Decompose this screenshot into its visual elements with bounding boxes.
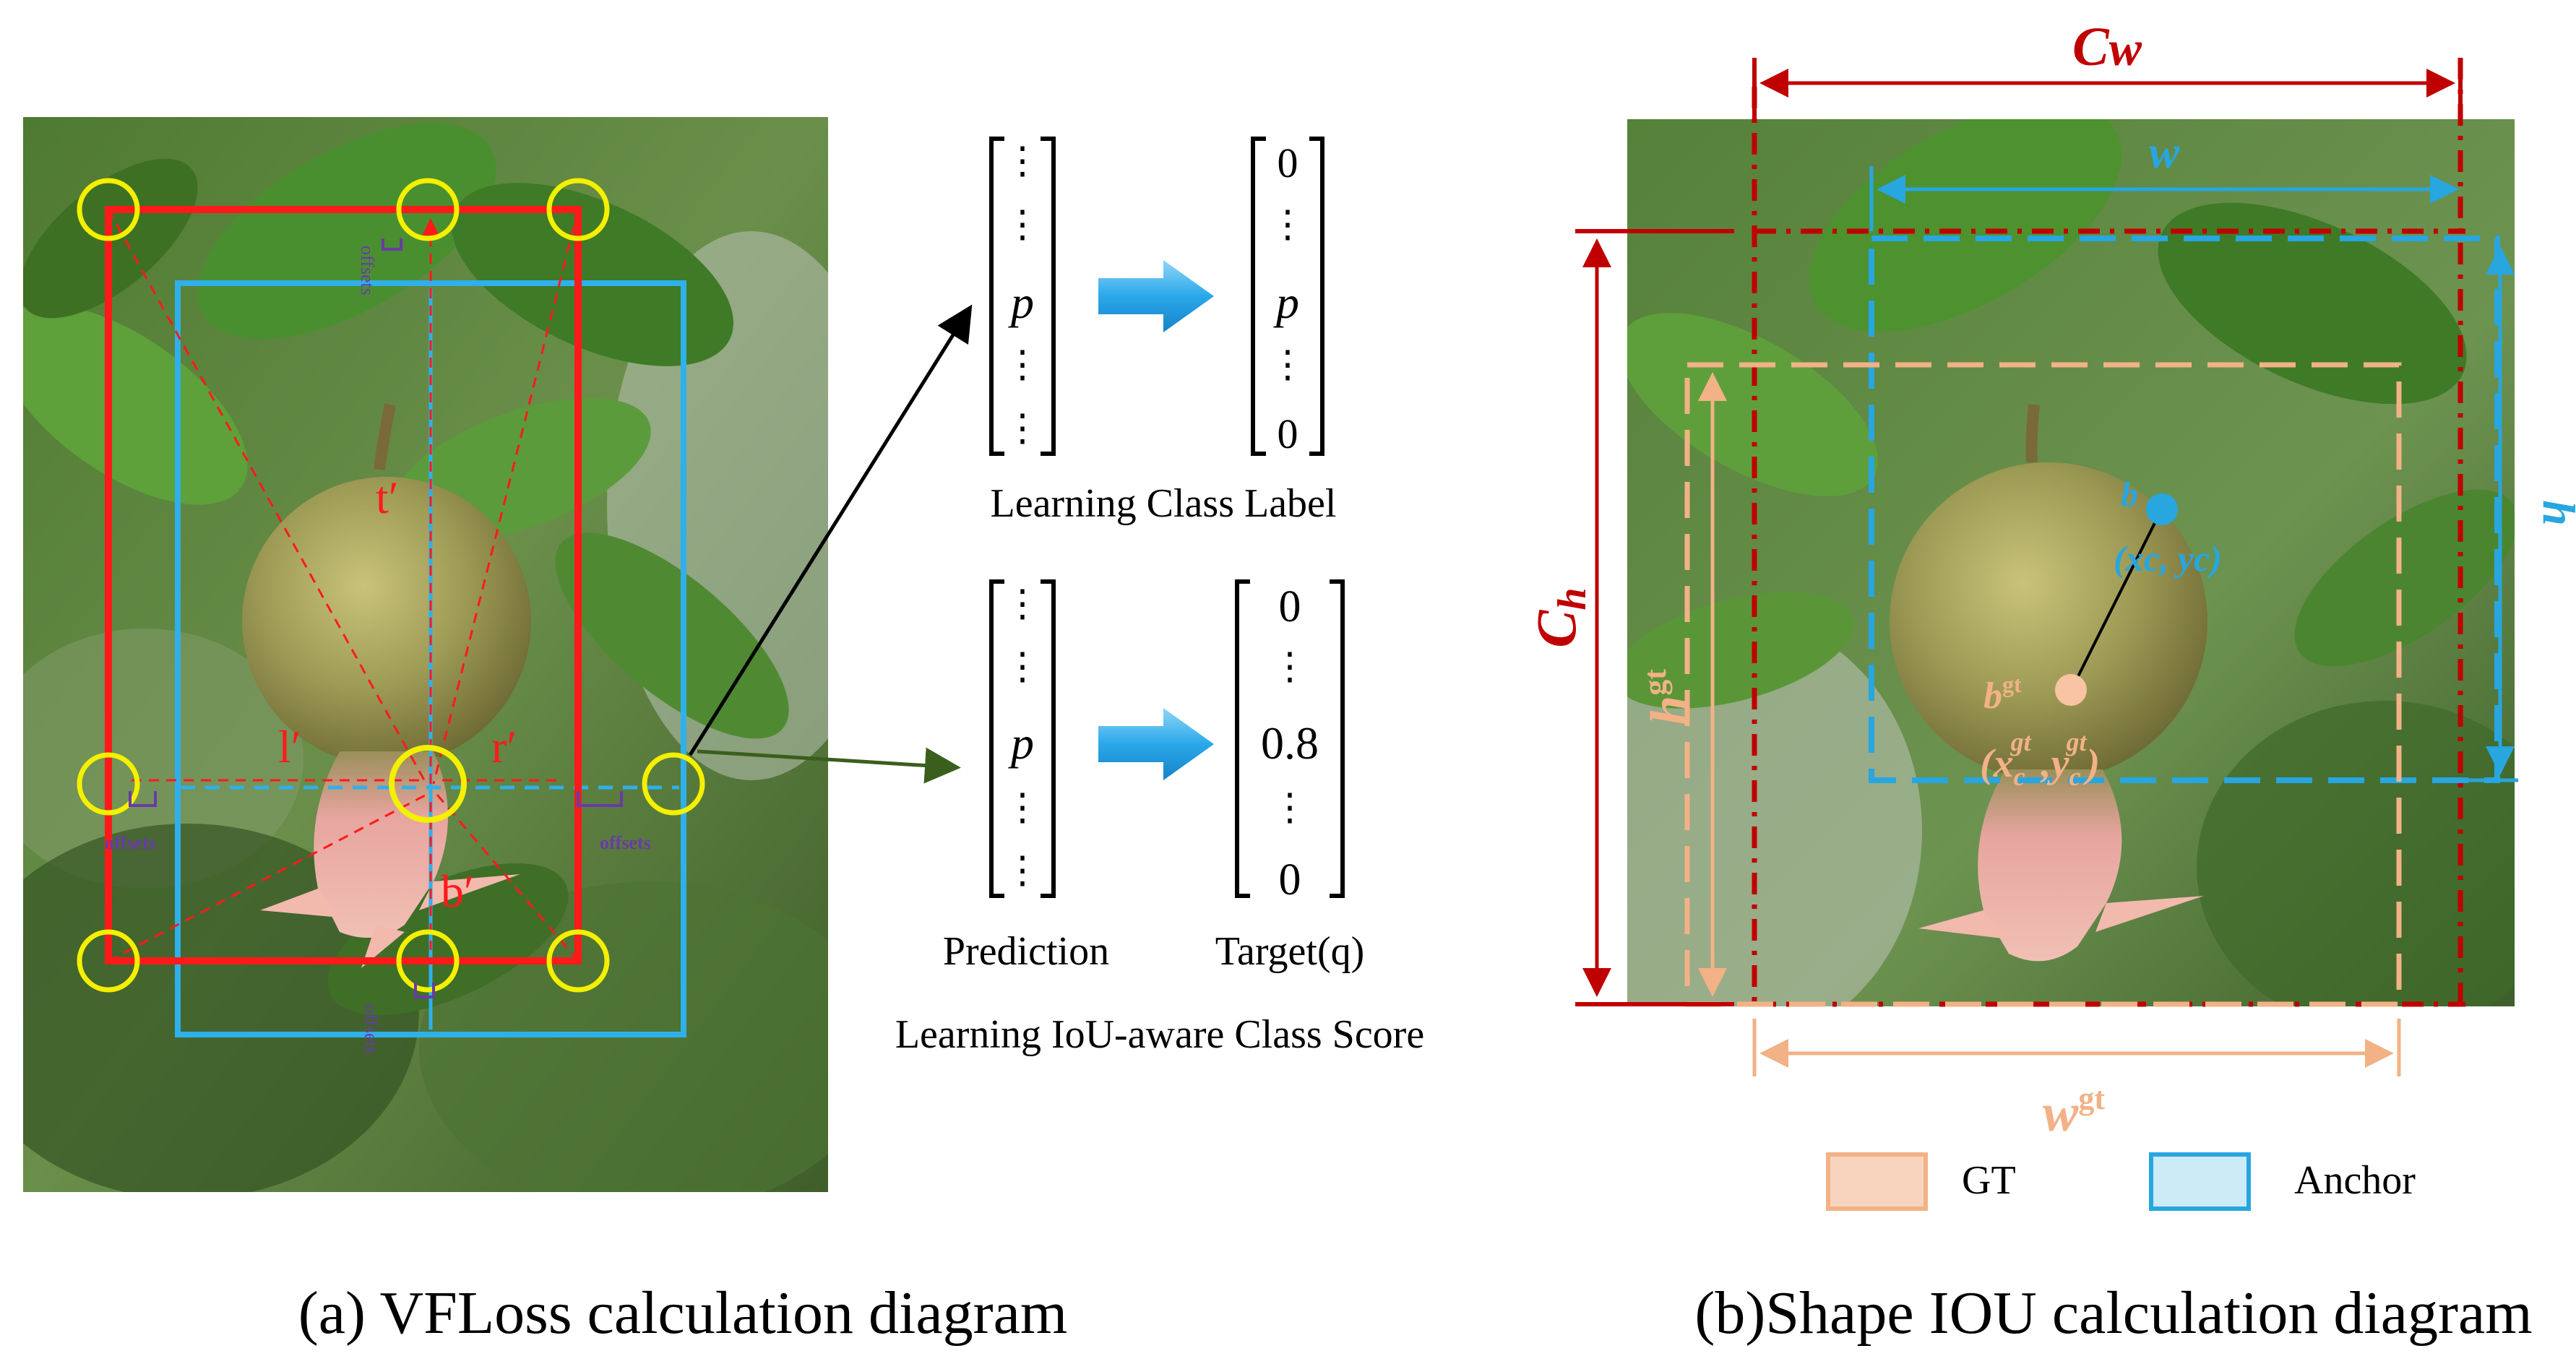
cw-dimension: Cw [1752, 17, 2463, 123]
label-l: l′ [278, 721, 301, 772]
ch-label: Ch [1525, 587, 1595, 647]
vec-top-target-2: p [1273, 277, 1299, 328]
h-dimension: h [2464, 246, 2576, 782]
vec-bottom-4: ⋮ [1004, 850, 1041, 892]
photo-b [1627, 119, 2515, 1006]
legend: GT Anchor [1826, 1152, 2416, 1211]
vector-prediction-bottom: ⋮ ⋮ p ⋮ ⋮ [989, 579, 1056, 898]
legend-anchor-swatch [2149, 1152, 2251, 1211]
label-r: r′ [491, 721, 517, 772]
predicted-box-a [105, 206, 582, 964]
hgt-dimension: hgt [1637, 372, 1727, 997]
vector-prediction-top: ⋮ ⋮ p ⋮ ⋮ [989, 137, 1056, 456]
offsets-label-left: offsets [105, 832, 156, 853]
arrow-to-class-label [688, 304, 973, 756]
cw-label: Cw [2072, 17, 2142, 77]
wgt-dimension: wgt [1752, 1019, 2401, 1143]
w-label: w [2149, 126, 2180, 178]
h-label: h [2533, 500, 2576, 526]
prediction-label: Prediction [943, 929, 1109, 974]
center-points: b (xc, yc) bgt (xcgt ,ycgt) [1980, 475, 2222, 791]
bgt-label: bgt [1983, 671, 2022, 717]
vec-bottom-1: ⋮ [1004, 647, 1041, 688]
vector-target-bottom: 0 ⋮ 0.8 ⋮ 0 [1235, 579, 1345, 905]
legend-anchor-label: Anchor [2294, 1158, 2416, 1203]
w-dimension: w [1869, 126, 2459, 231]
label-b: b′ [441, 866, 474, 917]
vector-target-top: 0 ⋮ p ⋮ 0 [1251, 137, 1324, 457]
arrow-to-iou-score [697, 747, 961, 784]
vec-bottom-target-4: 0 [1279, 855, 1301, 905]
anchor-points-a [77, 178, 705, 993]
vec-bottom-target-0: 0 [1279, 582, 1301, 631]
offsets-label-bottom: offsets [361, 1004, 382, 1054]
vec-bottom-target-3: ⋮ [1271, 787, 1309, 829]
vec-bottom-target-2: 0.8 [1261, 717, 1319, 769]
b-coords: (xc, yc) [2114, 538, 2222, 579]
distance-labels-a: t′ l′ r′ b′ [278, 472, 517, 917]
vec-bottom-2: p [1008, 717, 1034, 769]
vec-top-target-1: ⋮ [1269, 204, 1306, 246]
learning-class-label: Learning Class Label [991, 481, 1337, 526]
vec-top-1: ⋮ [1004, 204, 1041, 246]
vec-bottom-0: ⋮ [1004, 584, 1041, 625]
wgt-label: wgt [2043, 1081, 2105, 1143]
label-t: t′ [376, 472, 399, 523]
gt-center-dot [2055, 674, 2087, 706]
offsets-label-top: offsets [357, 246, 378, 295]
ch-dimension: Ch [1525, 229, 1734, 1006]
legend-gt-swatch [1826, 1152, 1928, 1211]
b-label: b [2121, 475, 2138, 514]
vec-top-target-0: 0 [1278, 139, 1298, 186]
hgt-label: hgt [1637, 669, 1700, 725]
anchor-center-dot [2146, 493, 2178, 525]
vec-top-target-3: ⋮ [1269, 345, 1306, 386]
bgt-coords: (xcgt ,ycgt) [1980, 728, 2100, 791]
target-label: Target(q) [1215, 929, 1365, 974]
vec-bottom-target-1: ⋮ [1271, 647, 1309, 688]
caption-b: (b)Shape IOU calculation diagram [1694, 1279, 2532, 1347]
legend-gt-label: GT [1962, 1158, 2016, 1203]
learning-iou-label: Learning IoU-aware Class Score [895, 1012, 1424, 1057]
vec-top-2: p [1008, 277, 1034, 328]
offsets-markers-a: offsets offsets offsets offsets [105, 238, 651, 1054]
arrow-right-icon-top [1098, 260, 1214, 332]
vec-top-4: ⋮ [1004, 408, 1041, 449]
arrow-right-icon-bottom [1098, 708, 1214, 780]
caption-a: (a) VFLoss calculation diagram [298, 1279, 1067, 1347]
vec-bottom-3: ⋮ [1004, 787, 1041, 829]
photo-a [23, 117, 828, 1192]
vec-top-0: ⋮ [1004, 141, 1041, 182]
offsets-label-right: offsets [600, 832, 651, 853]
vec-top-3: ⋮ [1004, 345, 1041, 386]
vec-top-target-4: 0 [1278, 410, 1298, 457]
